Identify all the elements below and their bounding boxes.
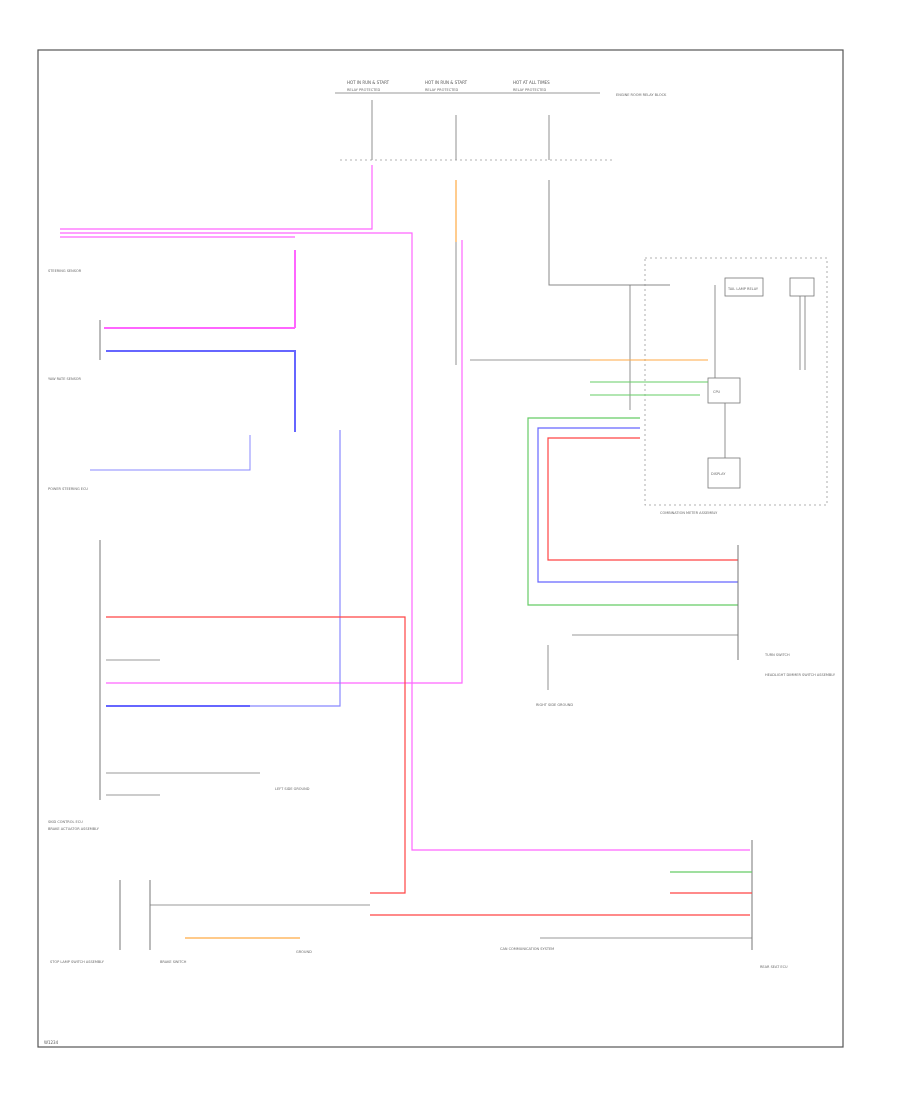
ground-bottom-label: GROUND <box>296 950 312 954</box>
pink-harness <box>60 165 750 851</box>
fuse-3-wire <box>548 180 670 286</box>
stop-lamp-switch-label: STOP LAMP SWITCH ASSEMBLY <box>50 960 105 964</box>
combination-meter-box <box>644 257 828 506</box>
display-box <box>707 457 741 489</box>
fuse-1-sub: RELAY PROTECTED <box>347 88 380 92</box>
cpu-box <box>707 377 741 404</box>
green-loop-wire <box>527 417 738 606</box>
cpu-label: CPU <box>713 390 721 394</box>
tail-lamp-box <box>724 277 764 297</box>
fuse-2-sub: RELAY PROTECTED <box>425 88 458 92</box>
blue-loop-wire <box>537 427 738 583</box>
tail-lamp-label: TAIL LAMP RELAY <box>727 287 759 291</box>
diagram-frame <box>37 49 844 1048</box>
headlight-dimmer-label: HEADLIGHT DIMMER SWITCH ASSEMBLY <box>765 673 836 677</box>
ground-left-label: LEFT SIDE GROUND <box>275 787 310 791</box>
footer-code: W1234 <box>44 1040 59 1045</box>
red-harness <box>106 616 750 916</box>
red-loop-wire <box>547 437 738 561</box>
fuse-1-label: HOT IN RUN & START <box>347 80 390 85</box>
can-label: CAN COMMUNICATION SYSTEM <box>500 947 554 951</box>
combination-meter-label: COMBINATION METER ASSEMBLY <box>660 511 718 515</box>
junction-box-label: ENGINE ROOM RELAY BLOCK <box>616 93 667 97</box>
fuse-2-label: HOT IN RUN & START <box>425 80 468 85</box>
blue-harness <box>90 350 341 707</box>
skid-ecu-label: SKID CONTROL ECU <box>48 820 83 824</box>
power-steering-label: POWER STEERING ECU <box>48 487 88 491</box>
display-label: DISPLAY <box>711 472 726 476</box>
skid-ecu-sub: BRAKE ACTUATOR ASSEMBLY <box>48 827 100 831</box>
yaw-sensor-label: YAW RATE SENSOR <box>48 377 82 381</box>
data-link-box <box>789 277 815 297</box>
rear-ecu-label: REAR SEAT ECU <box>760 965 788 969</box>
top-fuses: HOT IN RUN & START RELAY PROTECTED HOT I… <box>335 80 667 97</box>
fuse-3-label: HOT AT ALL TIMES <box>513 80 550 85</box>
steering-sensor-label: STEERING SENSOR <box>48 269 82 273</box>
turn-switch-label: TURN SWITCH <box>764 653 790 657</box>
ground-right-label: RIGHT SIDE GROUND <box>536 703 573 707</box>
fuse-3-sub: RELAY PROTECTED <box>513 88 546 92</box>
brake-switch-label: BRAKE SWITCH <box>160 960 187 964</box>
